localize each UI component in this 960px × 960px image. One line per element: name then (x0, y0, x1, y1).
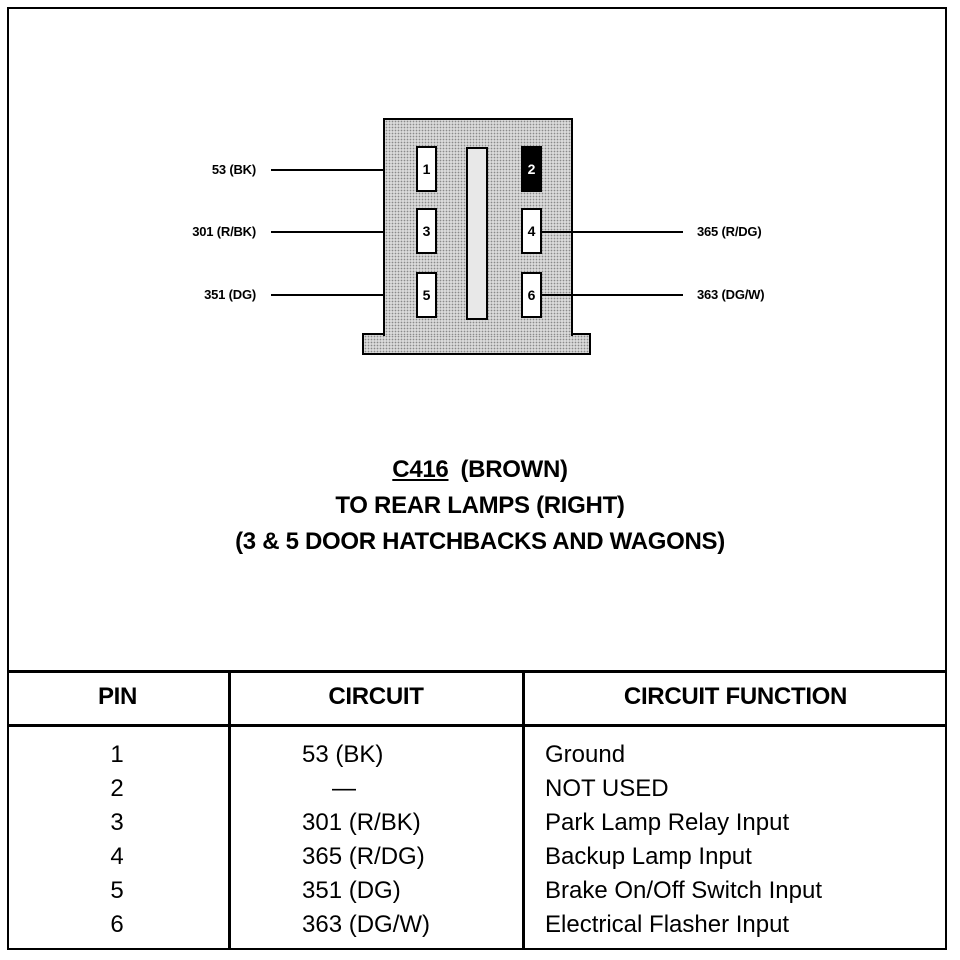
table-header-circuit: CIRCUIT (328, 683, 424, 710)
table-header-rule (7, 724, 947, 727)
wire-pin-4 (540, 231, 683, 233)
wire-label-pin-6: 363 (DG/W) (697, 287, 765, 302)
table-top-rule (7, 670, 947, 673)
table-cell-circuit: 365 (R/DG) (302, 843, 425, 870)
wire-label-pin-5: 351 (DG) (204, 287, 256, 302)
cavity-pin-6: 6 (521, 272, 542, 318)
caption-line-2: TO REAR LAMPS (RIGHT) (335, 492, 625, 519)
table-cell-function: NOT USED (545, 775, 669, 802)
wire-pin-5 (271, 294, 417, 296)
caption-line-3: (3 & 5 DOOR HATCHBACKS AND WAGONS) (235, 528, 725, 555)
table-cell-function: Brake On/Off Switch Input (545, 877, 823, 904)
connector-diagram: 53 (BK) 301 (R/BK) 351 (DG) 1 3 5 2 4 6 … (0, 118, 960, 560)
connector-flange (362, 333, 591, 355)
table-cell-circuit: 301 (R/BK) (302, 809, 421, 836)
table-header-circuit-function: CIRCUIT FUNCTION (623, 683, 848, 710)
table-column-circuit-function: Ground NOT USED Park Lamp Relay Input Ba… (545, 738, 822, 942)
table-cell-pin: 2 (110, 775, 124, 802)
table-column-rule-1 (228, 670, 231, 950)
table-cell-circuit: — (332, 775, 356, 802)
table-cell-function: Electrical Flasher Input (545, 911, 790, 938)
table-cell-circuit: 53 (BK) (302, 741, 384, 768)
table-cell-circuit: 363 (DG/W) (302, 911, 431, 938)
connector-color: (BROWN) (460, 456, 568, 483)
caption-line-1: C416 (BROWN) (0, 452, 960, 488)
table-cell-circuit: 351 (DG) (302, 877, 401, 904)
cavity-pin-2: 2 (521, 146, 542, 192)
wire-label-pin-3: 301 (R/BK) (192, 224, 256, 239)
wire-pin-1 (271, 169, 417, 171)
connector-center-slot (466, 147, 488, 320)
table-column-rule-2 (522, 670, 525, 950)
table-cell-pin: 5 (110, 877, 124, 904)
table-cell-pin: 3 (110, 809, 124, 836)
wire-pin-6 (540, 294, 683, 296)
table-column-circuit: 53 (BK) — 301 (R/BK) 365 (R/DG) 351 (DG)… (230, 738, 522, 942)
table-cell-function: Backup Lamp Input (545, 843, 752, 870)
diagram-frame (7, 7, 947, 950)
table-cell-function: Ground (545, 741, 626, 768)
cavity-pin-5: 5 (416, 272, 437, 318)
table-cell-pin: 6 (110, 911, 124, 938)
table-column-pin: 1 2 3 4 5 6 (7, 738, 227, 942)
table-cell-pin: 1 (110, 741, 124, 768)
wire-label-pin-1: 53 (BK) (211, 162, 256, 177)
wire-label-pin-4: 365 (R/DG) (697, 224, 762, 239)
wire-pin-3 (271, 231, 417, 233)
connector-id: C416 (392, 456, 449, 483)
table-cell-pin: 4 (110, 843, 124, 870)
connector-caption: C416 (BROWN) TO REAR LAMPS (RIGHT) (3 & 5… (0, 452, 960, 560)
cavity-pin-3: 3 (416, 208, 437, 254)
cavity-pin-1: 1 (416, 146, 437, 192)
cavity-pin-4: 4 (521, 208, 542, 254)
table-cell-function: Park Lamp Relay Input (545, 809, 790, 836)
table-header-pin: PIN (97, 683, 138, 710)
